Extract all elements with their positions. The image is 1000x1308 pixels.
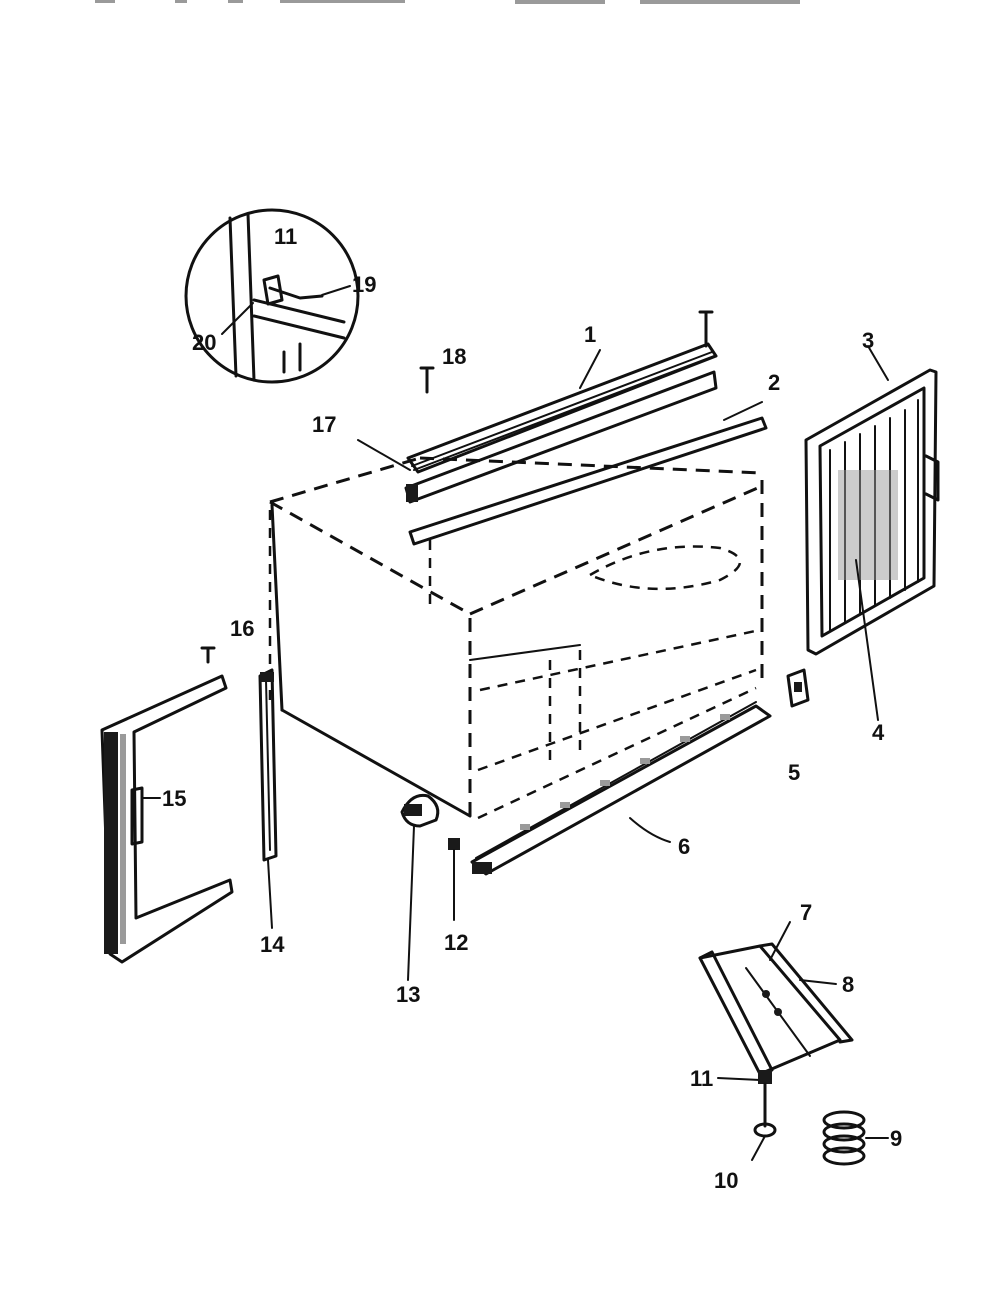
detail-clip [262, 274, 284, 306]
detail-screw [268, 286, 324, 300]
cabinet-outline [268, 456, 764, 820]
callout-labels: 11 19 20 18 1 2 3 17 16 4 5 15 6 14 12 1… [162, 224, 902, 1193]
leader-10 [751, 1135, 766, 1161]
leader-2 [723, 401, 763, 421]
detail-bracket [282, 342, 302, 374]
detail-circle [184, 208, 360, 384]
callout-9: 9 [890, 1126, 902, 1151]
leader-8 [799, 979, 837, 985]
side-panel [100, 646, 234, 964]
callout-14: 14 [260, 932, 285, 957]
detail-rail-bottom [252, 314, 346, 340]
leader-20 [221, 302, 254, 335]
leader-13 [407, 825, 415, 981]
callout-18: 18 [442, 344, 466, 369]
leader-17 [357, 439, 411, 471]
callout-11-detail: 11 [274, 224, 297, 249]
top-scan-artifact [95, 0, 800, 4]
detail-post-left [228, 216, 238, 378]
leader-6 [629, 817, 671, 843]
clip-part [786, 668, 810, 708]
vertical-strip [258, 668, 278, 929]
leader-7 [769, 921, 791, 961]
leader-4 [855, 559, 879, 721]
callout-1: 1 [584, 322, 596, 347]
callout-4: 4 [872, 720, 885, 745]
gasket-strip [408, 401, 768, 546]
callout-20: 20 [192, 330, 216, 355]
callout-12: 12 [444, 930, 468, 955]
detail-post-right [246, 212, 256, 382]
leader-14 [267, 859, 273, 929]
leader-1 [579, 349, 601, 389]
callout-5: 5 [788, 760, 800, 785]
callout-8: 8 [842, 972, 854, 997]
screw-12 [448, 838, 460, 850]
bottom-rail [470, 701, 772, 876]
foot-part [400, 793, 460, 981]
top-rail [357, 310, 718, 504]
leader-3 [867, 345, 889, 381]
detail-inset [184, 208, 360, 384]
spring-part [822, 1110, 889, 1166]
callout-15: 15 [162, 786, 186, 811]
mounting-bracket [698, 921, 854, 1161]
callout-6: 6 [678, 834, 690, 859]
callout-11: 11 [690, 1066, 713, 1091]
callout-19: 19 [352, 272, 376, 297]
callout-17: 17 [312, 412, 336, 437]
callout-2: 2 [768, 370, 780, 395]
callout-10: 10 [714, 1168, 738, 1193]
callout-7: 7 [800, 900, 812, 925]
callout-16: 16 [230, 616, 254, 641]
filter-grille [804, 345, 940, 721]
leader-19 [321, 285, 351, 296]
callout-3: 3 [862, 328, 874, 353]
leader-11 [717, 1077, 761, 1081]
callout-13: 13 [396, 982, 420, 1007]
